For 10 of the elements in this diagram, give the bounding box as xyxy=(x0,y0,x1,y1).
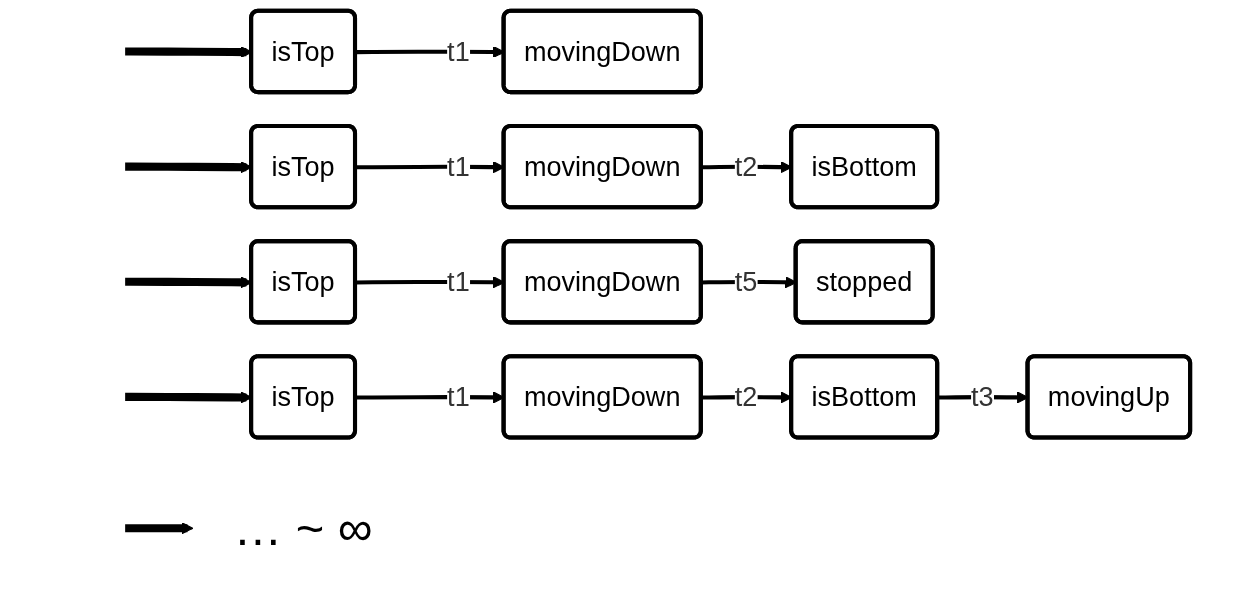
node-text: … ~ ∞ xyxy=(233,499,373,556)
edge-label: t1 xyxy=(447,36,470,67)
edge-label: t1 xyxy=(447,266,470,297)
edge-label: t1 xyxy=(447,381,470,412)
arrow xyxy=(125,522,194,535)
edge-label: t3 xyxy=(971,381,994,412)
edge-label: t2 xyxy=(734,381,758,412)
edge-label: t5 xyxy=(734,266,758,297)
edge-label: t2 xyxy=(734,151,758,182)
edge-label: t1 xyxy=(447,151,470,182)
